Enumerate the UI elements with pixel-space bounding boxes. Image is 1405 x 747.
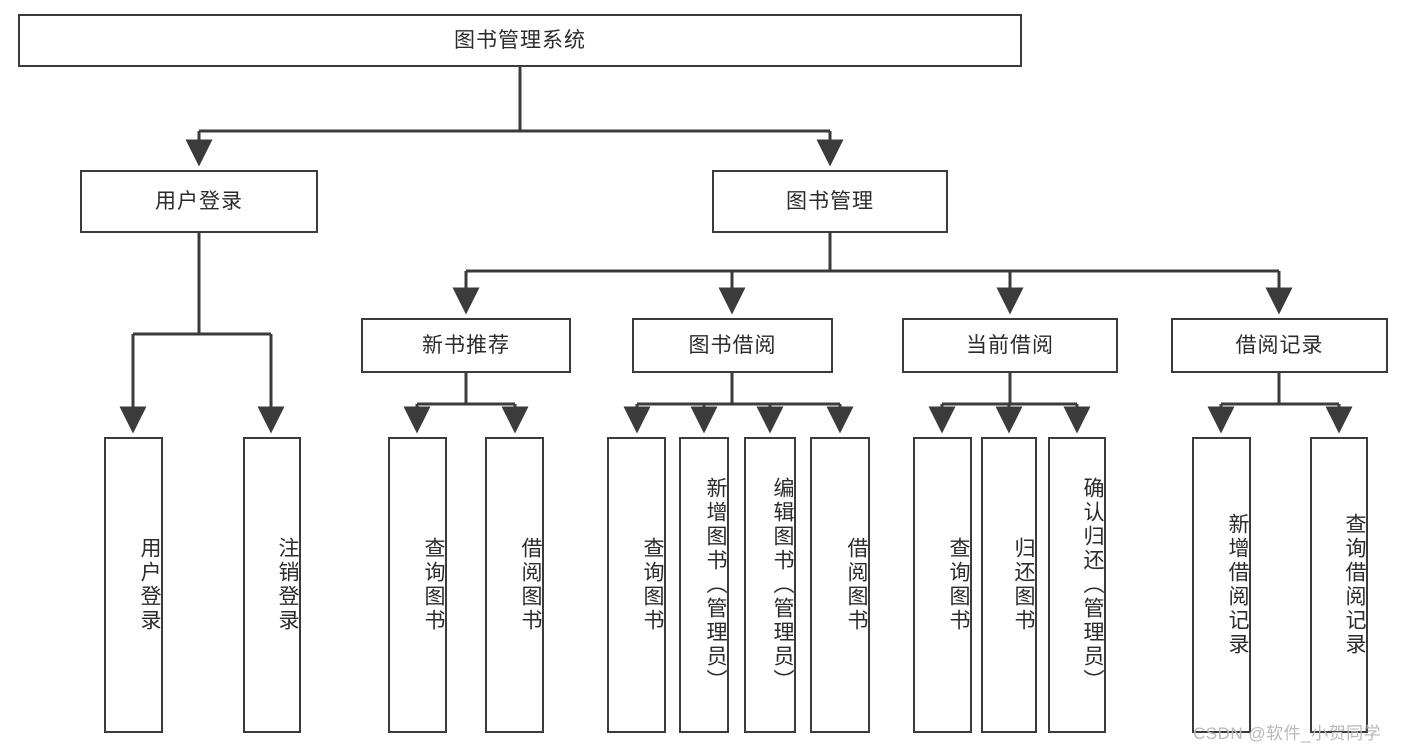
node-new-book-recommend-label: 新书推荐 — [422, 333, 510, 357]
node-leaf-user-logout-label: 注销登录 — [276, 537, 299, 633]
node-leaf-user-logout[interactable]: 注销登录 — [243, 437, 301, 733]
node-leaf-query-book-cb-label: 查询图书 — [947, 537, 970, 633]
node-book-management[interactable]: 图书管理 — [712, 170, 948, 233]
node-leaf-borrow-book-rec-label: 借阅图书 — [519, 537, 542, 633]
node-leaf-edit-book-admin[interactable]: 编辑图书（管理员） — [744, 437, 796, 733]
node-current-borrow-label: 当前借阅 — [966, 333, 1054, 357]
node-leaf-add-book-admin[interactable]: 新增图书（管理员） — [679, 437, 729, 733]
edges-root-to-level2 — [185, 67, 844, 167]
node-leaf-query-book-bb-label: 查询图书 — [641, 537, 664, 633]
node-leaf-user-login-label: 用户登录 — [138, 537, 161, 633]
edges-bookmgmt-to-level3 — [452, 233, 1293, 315]
node-book-management-label: 图书管理 — [786, 189, 874, 213]
node-leaf-query-borrow-record[interactable]: 查询借阅记录 — [1310, 437, 1368, 733]
node-root[interactable]: 图书管理系统 — [18, 14, 1022, 67]
node-leaf-confirm-return-admin[interactable]: 确认归还（管理员） — [1048, 437, 1106, 733]
node-borrow-record-label: 借阅记录 — [1235, 333, 1324, 357]
node-current-borrow[interactable]: 当前借阅 — [902, 318, 1118, 373]
edges-newbook-to-leaves — [403, 373, 529, 434]
node-borrow-record[interactable]: 借阅记录 — [1171, 318, 1388, 373]
node-user-login-label: 用户登录 — [155, 189, 243, 213]
edges-borrowrecord-to-leaves — [1207, 373, 1353, 434]
node-leaf-query-book-rec[interactable]: 查询图书 — [388, 437, 447, 733]
edges-userlogin-to-leaves — [119, 233, 285, 434]
node-new-book-recommend[interactable]: 新书推荐 — [361, 318, 571, 373]
node-book-borrow-label: 图书借阅 — [688, 333, 777, 357]
node-root-label: 图书管理系统 — [454, 28, 586, 52]
node-leaf-borrow-book-bb-label: 借阅图书 — [845, 537, 868, 633]
node-leaf-borrow-book-rec[interactable]: 借阅图书 — [485, 437, 544, 733]
node-leaf-return-book[interactable]: 归还图书 — [981, 437, 1037, 733]
node-leaf-return-book-label: 归还图书 — [1012, 537, 1035, 633]
node-leaf-query-borrow-record-label: 查询借阅记录 — [1343, 513, 1366, 657]
node-leaf-query-book-cb[interactable]: 查询图书 — [913, 437, 972, 733]
node-leaf-add-book-admin-label: 新增图书（管理员） — [704, 477, 727, 693]
node-leaf-borrow-book-bb[interactable]: 借阅图书 — [810, 437, 870, 733]
node-leaf-user-login[interactable]: 用户登录 — [104, 437, 163, 733]
csdn-watermark: CSDN @软件_小贺同学 — [1193, 719, 1381, 744]
node-leaf-add-borrow-record-label: 新增借阅记录 — [1226, 513, 1249, 657]
edges-currentborrow-to-leaves — [928, 373, 1091, 434]
edges-bookborrow-to-leaves — [623, 373, 854, 434]
node-leaf-edit-book-admin-label: 编辑图书（管理员） — [771, 477, 794, 693]
node-leaf-add-borrow-record[interactable]: 新增借阅记录 — [1192, 437, 1251, 733]
csdn-watermark-text: CSDN @软件_小贺同学 — [1193, 724, 1382, 743]
node-user-login[interactable]: 用户登录 — [80, 170, 318, 233]
node-leaf-query-book-rec-label: 查询图书 — [422, 537, 445, 633]
node-book-borrow[interactable]: 图书借阅 — [632, 318, 833, 373]
node-leaf-query-book-bb[interactable]: 查询图书 — [607, 437, 666, 733]
node-leaf-confirm-return-admin-label: 确认归还（管理员） — [1081, 477, 1104, 693]
